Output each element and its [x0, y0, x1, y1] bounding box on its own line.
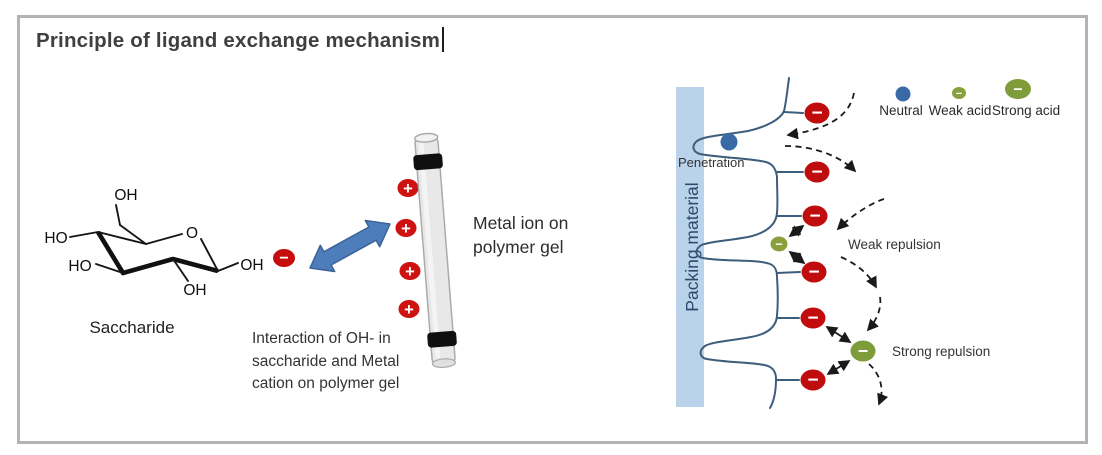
legend-strong-acid-label: Strong acid — [992, 103, 1060, 118]
ring-bold-bonds — [96, 230, 219, 276]
saccharide-structure: OH HO HO OH OH O − Saccharide — [44, 187, 295, 337]
minus-site-circle — [804, 102, 830, 124]
ring-bonds — [69, 204, 239, 282]
cylinder-bottom-band — [427, 330, 457, 348]
minus-icon: − — [811, 103, 822, 124]
metal-ion-label-line2: polymer gel — [473, 237, 563, 257]
exchange-arrow — [309, 219, 391, 273]
plus-ion-circle — [399, 262, 421, 280]
minus-icon: − — [956, 88, 962, 100]
interaction-caption-line2: saccharide and Metal — [252, 353, 399, 370]
plus-icon: + — [405, 263, 415, 281]
slide-title[interactable]: Principle of ligand exchange mechanism — [36, 27, 445, 53]
weak-acid-molecule: − — [770, 236, 788, 252]
minus-icon: − — [807, 308, 818, 329]
legend-weak-acid-icon — [952, 87, 966, 99]
atom-label-oh-bottom: OH — [183, 282, 206, 299]
interaction-caption-line1: Interaction of OH- in — [252, 330, 391, 347]
strong-acid-molecule: − — [850, 340, 876, 362]
minus-icon: − — [807, 370, 818, 391]
elution-path-arrows — [784, 92, 889, 406]
plus-icon: + — [404, 301, 414, 319]
minus-icon: − — [279, 250, 288, 267]
hydroxyl-minus-ion: − — [273, 249, 295, 267]
packing-material-label: Packing material — [682, 182, 702, 311]
cylinder-top-opening — [413, 132, 439, 143]
neutral-molecule — [720, 133, 738, 151]
minus-site-circle — [804, 161, 830, 183]
strong-repulsion-label: Strong repulsion — [892, 344, 990, 359]
polymer-surface-curve — [692, 77, 790, 409]
minus-site-circle — [802, 205, 828, 227]
minus-site-circle — [801, 261, 827, 283]
atom-label-ho-lower-left: HO — [68, 258, 91, 275]
minus-site-circle — [800, 307, 826, 329]
minus-icon: − — [809, 206, 820, 227]
strong-acid-circle — [850, 340, 876, 362]
plus-ion-circle — [398, 300, 420, 318]
text-cursor — [442, 27, 445, 52]
minus-site-circle — [800, 369, 826, 391]
site-connectors — [775, 111, 804, 381]
metal-ion-label-line1: Metal ion on — [473, 213, 568, 233]
cylinder-highlight — [418, 142, 441, 359]
atom-label-ring-o: O — [186, 225, 198, 242]
weak-repulsion-label: Weak repulsion — [848, 237, 941, 252]
repulsion-arrows — [788, 224, 852, 375]
penetration-label: Penetration — [678, 155, 745, 170]
anionic-sites: − − − − − − — [800, 102, 830, 391]
polymer-gel-cylinder — [413, 132, 457, 369]
minus-icon: − — [808, 262, 819, 283]
legend: − − Neutral Weak acid Strong acid — [879, 79, 1060, 118]
legend-neutral-icon — [895, 86, 911, 102]
weak-acid-circle — [770, 236, 788, 252]
minus-icon: − — [1013, 82, 1022, 99]
legend-neutral-label: Neutral — [879, 103, 923, 118]
legend-weak-acid-label: Weak acid — [929, 103, 992, 118]
plus-ion-circle — [397, 179, 419, 197]
plus-icon: + — [401, 220, 411, 238]
minus-icon: − — [775, 237, 783, 252]
saccharide-label: Saccharide — [89, 318, 174, 337]
minus-icon: − — [858, 341, 869, 361]
minus-icon: − — [811, 162, 822, 183]
atom-label-oh-right: OH — [240, 257, 263, 274]
legend-strong-acid-icon — [1005, 79, 1031, 99]
interaction-caption-line3: cation on polymer gel — [252, 375, 399, 392]
cylinder-bottom-cap — [431, 358, 456, 369]
plus-ion-circle — [395, 219, 417, 237]
slide-title-text: Principle of ligand exchange mechanism — [36, 29, 441, 52]
atom-label-ho-upper-left: HO — [44, 230, 67, 247]
atom-label-oh-top: OH — [114, 187, 137, 204]
metal-cation-ions: + + + + — [395, 179, 421, 319]
cylinder-top-band — [413, 153, 443, 171]
minus-ion-circle — [273, 249, 295, 267]
plus-icon: + — [403, 180, 413, 198]
slide-frame — [17, 15, 1088, 444]
